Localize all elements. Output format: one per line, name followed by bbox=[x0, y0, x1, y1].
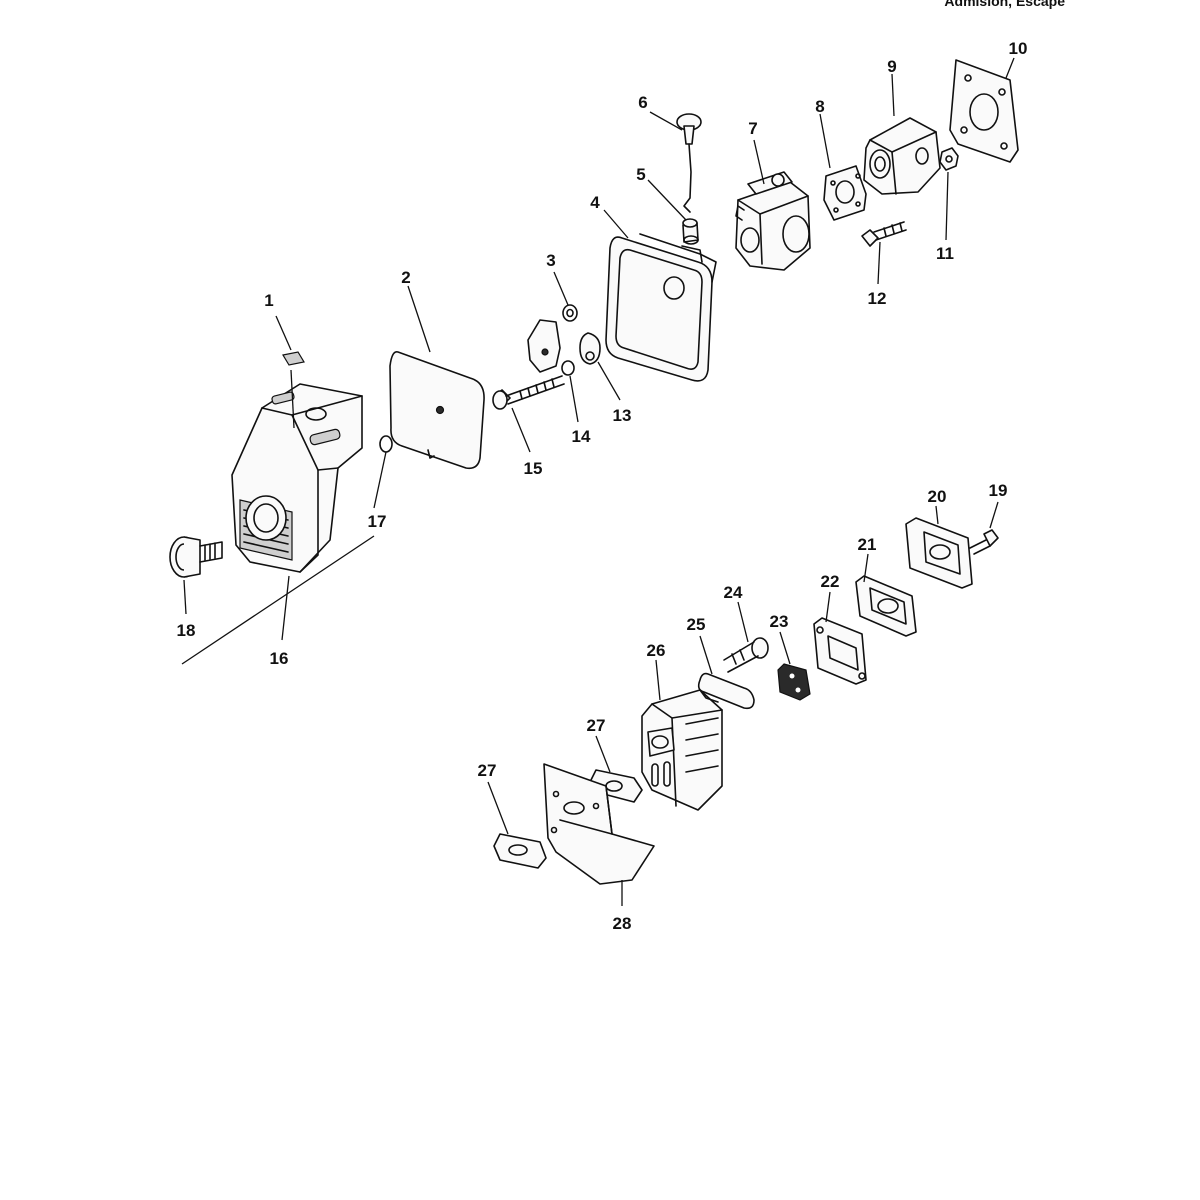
part-7-carburetor bbox=[735, 171, 811, 271]
part-26-muffler bbox=[641, 689, 723, 811]
part-28-heat-shield bbox=[543, 763, 655, 885]
callout-6: 6 bbox=[638, 93, 647, 112]
callout-16: 16 bbox=[270, 649, 289, 668]
callout-5: 5 bbox=[636, 165, 645, 184]
part-10-gasket bbox=[949, 59, 1019, 163]
part-8-carb-gasket bbox=[823, 165, 867, 221]
part-5-grommet bbox=[682, 218, 699, 245]
callout-21: 21 bbox=[858, 535, 877, 554]
callout-7: 7 bbox=[748, 119, 757, 138]
callout-23: 23 bbox=[770, 612, 789, 631]
part-17-o-ring bbox=[379, 435, 393, 453]
part-18-knob bbox=[169, 536, 223, 578]
choke-bracket bbox=[527, 319, 561, 373]
part-15-bolt bbox=[492, 375, 565, 410]
callout-15: 15 bbox=[524, 459, 543, 478]
callout-9: 9 bbox=[887, 57, 896, 76]
callout-28: 28 bbox=[613, 914, 632, 933]
callout-4: 4 bbox=[590, 193, 600, 212]
callout-13: 13 bbox=[613, 406, 632, 425]
part-12-screw bbox=[861, 221, 907, 247]
part-23-plate bbox=[777, 663, 811, 701]
callout-24: 24 bbox=[724, 583, 743, 602]
callout-3: 3 bbox=[546, 251, 555, 270]
callout-20: 20 bbox=[928, 487, 947, 506]
callout-18: 18 bbox=[177, 621, 196, 640]
part-24-bolt bbox=[723, 637, 769, 673]
callout-2: 2 bbox=[401, 268, 410, 287]
part-20-exhaust-gasket bbox=[905, 517, 973, 589]
callout-1: 1 bbox=[264, 291, 273, 310]
callout-27-lower: 27 bbox=[478, 761, 497, 780]
part-6-choke-rod bbox=[676, 113, 702, 213]
part-16-air-cleaner-cover bbox=[231, 383, 363, 573]
callout-12: 12 bbox=[868, 289, 887, 308]
part-1-label-plate bbox=[282, 351, 305, 366]
part-19-bolt bbox=[969, 529, 999, 555]
callout-11: 11 bbox=[936, 244, 954, 263]
callout-17: 17 bbox=[368, 512, 387, 531]
callout-19: 19 bbox=[989, 481, 1008, 500]
leader-lines bbox=[181, 57, 1015, 906]
callout-14: 14 bbox=[572, 427, 591, 446]
part-2-air-filter bbox=[389, 350, 485, 470]
part-14-washer bbox=[561, 360, 575, 376]
part-9-insulator bbox=[863, 117, 941, 195]
callout-22: 22 bbox=[821, 572, 840, 591]
part-11-nut bbox=[939, 147, 959, 171]
callout-labels: 1 2 3 4 5 6 7 8 9 10 11 12 13 14 15 16 1… bbox=[177, 39, 1028, 933]
part-22-gasket-plate bbox=[813, 617, 867, 685]
callout-25: 25 bbox=[687, 615, 706, 634]
part-13-choke-lever bbox=[579, 332, 601, 365]
part-21-gasket bbox=[855, 575, 917, 637]
callout-26: 26 bbox=[647, 641, 666, 660]
part-4-air-cleaner-base bbox=[605, 233, 717, 382]
section-title: Admision, Escape bbox=[944, 0, 1065, 9]
callout-8: 8 bbox=[815, 97, 824, 116]
part-3-washer bbox=[562, 304, 578, 322]
part-27-gasket-lower bbox=[493, 833, 547, 869]
callout-27-upper: 27 bbox=[587, 716, 606, 735]
callout-10: 10 bbox=[1009, 39, 1028, 58]
